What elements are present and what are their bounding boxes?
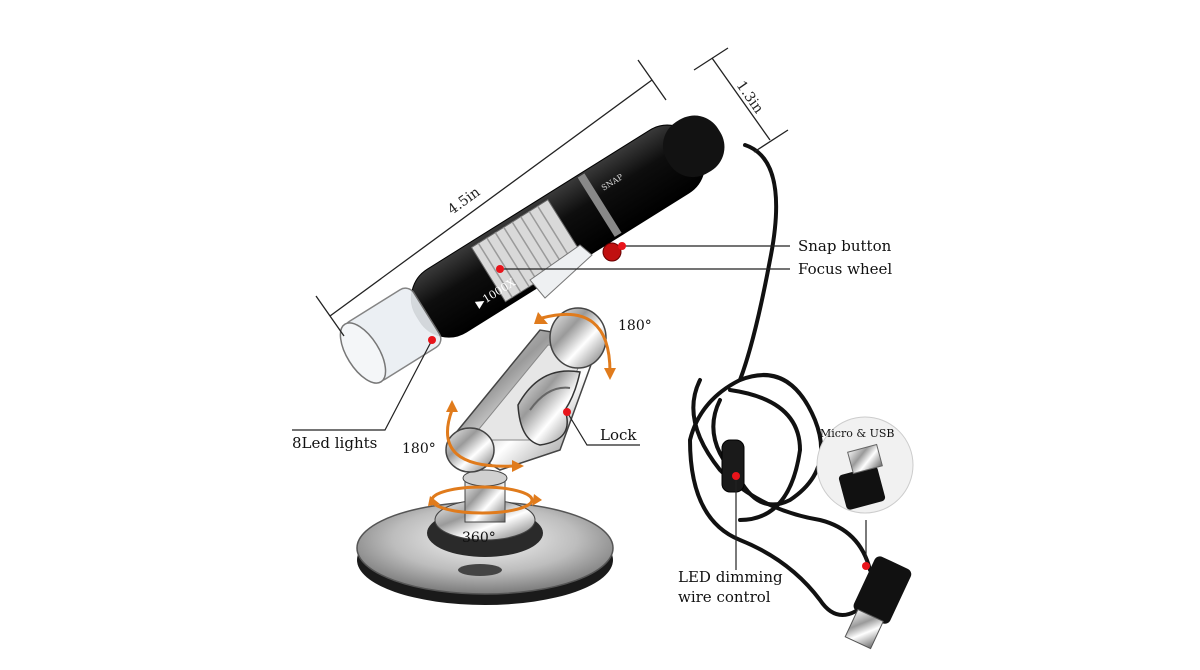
stand-arm xyxy=(445,307,607,473)
micro-usb-label: Micro & USB xyxy=(820,427,895,440)
focus-wheel-label: Focus wheel xyxy=(798,260,892,278)
callout-snap-button xyxy=(618,242,790,250)
lock-label: Lock xyxy=(600,426,637,444)
callout-led-lights xyxy=(292,336,436,431)
micro-usb-adapter: Micro & USB xyxy=(816,416,914,514)
lower-rotation-label: 180° xyxy=(402,441,436,457)
usb-cable xyxy=(687,143,872,617)
clip xyxy=(529,244,593,299)
led-lights-label: 8Led lights xyxy=(292,434,377,452)
diameter-dimension xyxy=(693,47,789,153)
snap-button-icon xyxy=(602,242,622,262)
dimming-switch-icon xyxy=(721,439,745,493)
diameter-label: 1.3in xyxy=(733,78,767,116)
stand-base xyxy=(356,469,614,605)
callout-focus-wheel xyxy=(496,265,790,273)
microscope-body: ▶1000X SNAP xyxy=(339,115,725,384)
upper-rotation-label: 180° xyxy=(618,318,652,334)
led-dimming-label-line2: wire control xyxy=(678,588,771,606)
base-rotation-label: 360° xyxy=(462,530,496,546)
length-dimension xyxy=(315,59,667,337)
length-label: 4.5in xyxy=(445,184,483,218)
callout-micro-usb xyxy=(862,520,870,570)
rotation-arrows xyxy=(428,312,616,515)
callout-lock xyxy=(563,408,640,446)
usb-plug-icon xyxy=(844,556,912,650)
snap-button-label: Snap button xyxy=(798,237,892,255)
led-dimming-label-line1: LED dimming xyxy=(678,568,783,586)
callout-led-dimming xyxy=(732,472,740,570)
